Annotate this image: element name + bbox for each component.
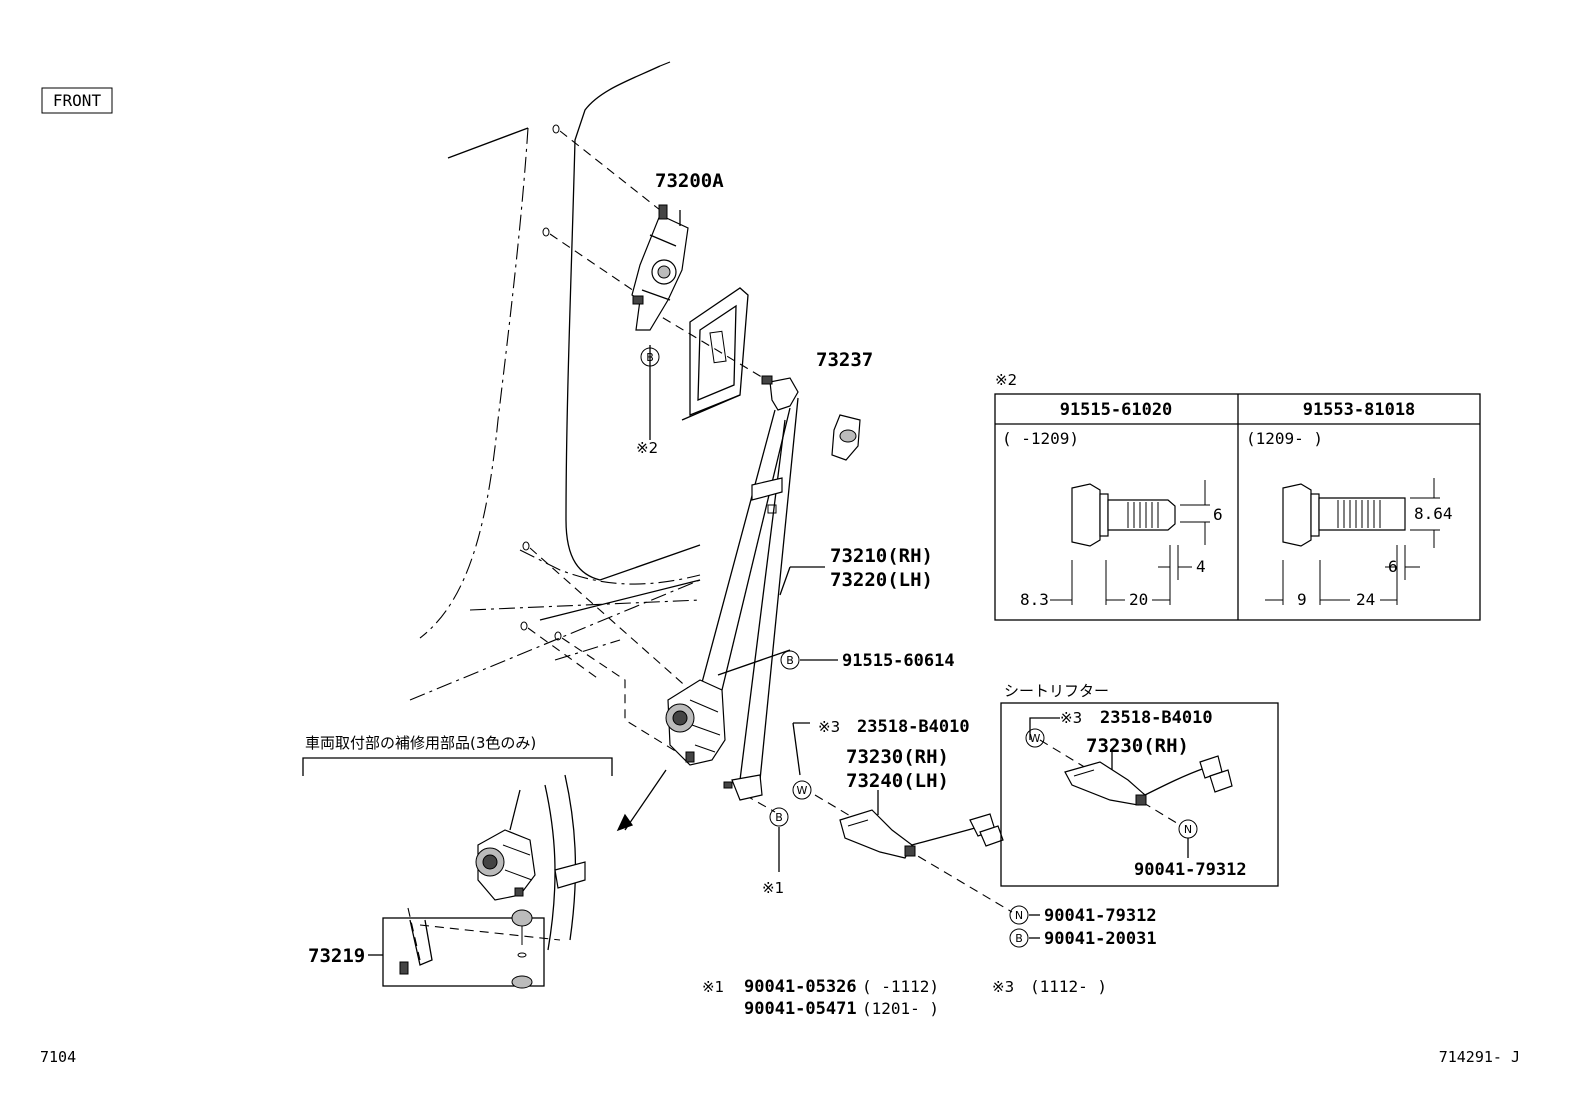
svg-text:FRONT: FRONT — [53, 91, 102, 110]
bolt1-dim-d3: 8.3 — [1020, 590, 1049, 609]
footnotes: ※1 90041-05326 ( -1112) 90041-05471 (120… — [702, 977, 1107, 1019]
label-90041-20031: 90041-20031 — [1044, 929, 1157, 949]
part-labels: 73200A ※2 73237 73210(RH) 73220(LH) 9151… — [305, 170, 1157, 967]
label-ref3: ※3 — [818, 718, 840, 736]
bolt2-drawing: 8.64 6 9 24 — [1265, 478, 1453, 609]
label-73237: 73237 — [816, 349, 873, 371]
circle-n-1: N — [1015, 909, 1023, 922]
bolt-col2-range: (1209- ) — [1246, 429, 1323, 448]
circle-w-2: W — [1030, 732, 1041, 745]
seatbelt-webbing-part — [699, 375, 799, 801]
retractor-part — [665, 679, 726, 766]
seat-lifter-ref3: ※3 — [1060, 709, 1082, 727]
footnote-1-mark: ※1 — [702, 978, 724, 996]
footnote-3-mark: ※3 — [992, 978, 1014, 996]
label-73219: 73219 — [308, 945, 365, 967]
label-90041-79312: 90041-79312 — [1044, 906, 1157, 926]
bolt2-dim-d2: 6 — [1388, 557, 1398, 576]
bolt1-dim-d4: 20 — [1129, 590, 1148, 609]
label-ref1: ※1 — [762, 879, 784, 897]
footnote-1b-part: 90041-05471 — [744, 999, 857, 1019]
bolt-col1-part: 91515-61020 — [1060, 400, 1173, 420]
repair-parts-box — [302, 757, 667, 989]
bolt-table-title: ※2 — [995, 371, 1017, 389]
label-23518: 23518-B4010 — [857, 717, 970, 737]
page-code-right: 714291- J — [1439, 1048, 1520, 1066]
footnote-3-range: (1112- ) — [1030, 977, 1107, 996]
footnote-1b-range: (1201- ) — [862, 999, 939, 1018]
label-leaders — [649, 345, 1040, 939]
circle-b-3: B — [775, 811, 783, 824]
label-73210: 73210(RH) — [830, 545, 933, 567]
circle-b-1: B — [646, 351, 654, 364]
seat-lifter-73230: 73230(RH) — [1086, 735, 1189, 757]
body-panel-outline — [409, 61, 749, 701]
label-ref2: ※2 — [636, 439, 658, 457]
buckle-part — [839, 809, 1004, 859]
bolt2-dim-d4: 24 — [1356, 590, 1375, 609]
bolt2-dim-d1: 8.64 — [1414, 504, 1453, 523]
footnote-1a-range: ( -1112) — [862, 977, 939, 996]
circle-w-1: W — [797, 784, 808, 797]
seat-lifter-title: シートリフター — [1004, 682, 1109, 700]
circle-b-2: B — [786, 654, 794, 667]
height-adjuster-part — [631, 204, 689, 331]
seat-lifter-23518: 23518-B4010 — [1100, 708, 1213, 728]
seat-lifter-90041: 90041-79312 — [1134, 860, 1247, 880]
seat-lifter-box — [1000, 702, 1279, 887]
bolt-col1-range: ( -1209) — [1002, 429, 1079, 448]
bolt1-dim-d2: 4 — [1196, 557, 1206, 576]
belt-guide-part — [831, 414, 861, 461]
label-73230: 73230(RH) — [846, 746, 949, 768]
circle-b-4: B — [1015, 932, 1023, 945]
seat-lifter-labels: シートリフター ※3 23518-B4010 73230(RH) 90041-7… — [1004, 682, 1247, 880]
bolt2-dim-d3: 9 — [1297, 590, 1307, 609]
bolt-table: ※2 91515-61020 91553-81018 ( -1209) (120… — [994, 371, 1481, 621]
circle-markers: B B W B N B W N — [640, 347, 1198, 948]
repair-box-title: 車両取付部の補修用部品(3色のみ) — [305, 734, 536, 752]
label-73200a: 73200A — [655, 170, 724, 192]
label-73240: 73240(LH) — [846, 770, 949, 792]
page-code-left: 7104 — [40, 1048, 76, 1066]
label-73220: 73220(LH) — [830, 569, 933, 591]
front-label: FRONT — [41, 87, 113, 114]
circle-n-2: N — [1184, 823, 1192, 836]
bolt1-drawing: 6 4 8.3 20 — [1020, 480, 1223, 609]
bolt1-dim-d1: 6 — [1213, 505, 1223, 524]
bolt-col2-part: 91553-81018 — [1303, 400, 1416, 420]
footnote-1a-part: 90041-05326 — [744, 977, 857, 997]
label-91515-60614: 91515-60614 — [842, 651, 955, 671]
